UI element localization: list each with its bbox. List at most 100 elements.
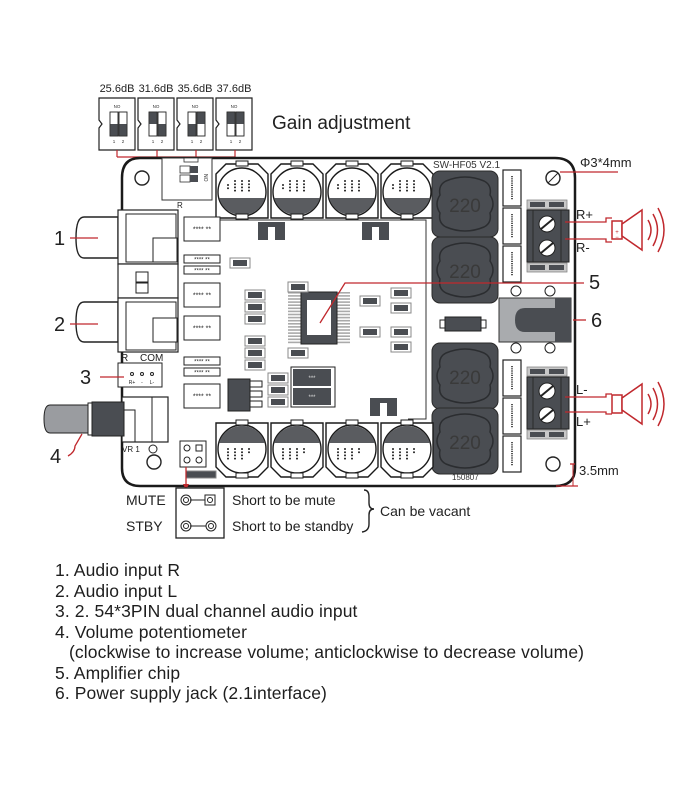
svg-text:1: 1 (191, 139, 194, 144)
stby-label: STBY (126, 518, 163, 534)
svg-text:NO: NO (192, 104, 199, 109)
left-speaker-icon (611, 381, 665, 427)
mounting-hole-bottom-left (146, 454, 162, 470)
filter-component (502, 207, 522, 245)
svg-text:2: 2 (239, 139, 242, 144)
svg-text:220: 220 (449, 262, 481, 283)
r-label: R (121, 353, 128, 364)
edge-dimension-label: 3.5mm (579, 463, 619, 478)
inductor-220: 220 (431, 170, 499, 238)
gain-label: 37.6dB (217, 83, 252, 95)
svg-text:R+: R+ (129, 380, 136, 386)
3pin-audio-input-header[interactable]: R+ - L- (117, 362, 163, 388)
amplifier-chip[interactable] (288, 291, 350, 345)
gain-adjustment-title: Gain adjustment (272, 113, 411, 134)
inductor-220: 220 (431, 342, 499, 410)
svg-text:220: 220 (449, 368, 481, 389)
onboard-gain-dip-switch[interactable]: NO (161, 157, 213, 201)
audio-input-r-jack[interactable]: R (75, 201, 183, 265)
svg-text:-: - (141, 380, 143, 386)
filter-component (502, 359, 522, 397)
mute-description: Short to be mute (232, 492, 336, 508)
filter-component (502, 169, 522, 207)
right-speaker-icon (611, 207, 665, 253)
board-model-label: SW-HF05 V2.1 (433, 160, 500, 171)
ic-chip (183, 367, 221, 377)
left-speaker-terminal[interactable] (526, 376, 570, 430)
callout-lines (67, 171, 618, 487)
callout-3: 3 (80, 367, 91, 389)
legend-item-5: 5. Amplifier chip (55, 662, 181, 683)
svg-text:220: 220 (449, 196, 481, 217)
right-minus-label: R- (576, 240, 590, 255)
electrolytic-cap-pair: *** *** (290, 366, 336, 408)
power-supply-jack[interactable] (498, 285, 572, 354)
svg-text:+: + (615, 230, 619, 236)
hole-dimension-label: Φ3*4mm (580, 155, 632, 170)
gain-setting-37.6dB: 37.6dB NO 1 2 (215, 83, 253, 151)
right-speaker-terminal[interactable] (526, 209, 570, 263)
mounting-hole-bottom-right (545, 456, 561, 472)
can-be-vacant-note: Can be vacant (380, 503, 470, 519)
left-minus-label: L- (576, 382, 588, 397)
ic-chip (183, 383, 221, 409)
capacitor-markings (227, 180, 415, 192)
rca-mid-connector (117, 263, 179, 299)
legend-item-4: 4. Volume potentiometer (55, 621, 247, 642)
ic-chip (183, 282, 221, 308)
legend-item-6: 6. Power supply jack (2.1interface) (55, 683, 327, 703)
voltage-regulator (227, 378, 263, 412)
mounting-hole-top-left (134, 170, 150, 186)
svg-text:NO: NO (231, 104, 238, 109)
svg-text:L-: L- (150, 380, 155, 386)
right-plus-label: R+ (576, 207, 593, 222)
ic-chip (183, 216, 221, 242)
svg-text:2: 2 (200, 139, 203, 144)
svg-text:**** **: **** ** (194, 258, 210, 264)
terminal-pad (526, 429, 568, 440)
volume-potentiometer[interactable]: VR 1 (43, 396, 169, 454)
svg-text:1: 1 (113, 139, 116, 144)
legend-item-1: 1. Audio input R (55, 560, 181, 580)
left-plus-label: L+ (576, 414, 591, 429)
ic-chip (183, 356, 221, 366)
callout-6: 6 (591, 310, 602, 332)
ic-chip (183, 265, 221, 275)
legend-item-3: 3. 2. 54*3PIN dual channel audio input (55, 601, 358, 621)
svg-text:***: *** (308, 395, 316, 401)
transistor (258, 222, 397, 416)
terminal-pad (526, 262, 568, 273)
vr1-label: VR 1 (122, 445, 140, 454)
svg-text:***: *** (308, 376, 316, 382)
svg-text:NO: NO (153, 104, 160, 109)
svg-text:2: 2 (161, 139, 164, 144)
com-label: COM (140, 353, 163, 364)
filter-component (502, 397, 522, 435)
r-channel-mark: R (177, 201, 183, 210)
filter-component (502, 245, 522, 283)
svg-text:**** **: **** ** (193, 394, 212, 401)
filter-component (502, 435, 522, 473)
svg-text:NO: NO (114, 104, 121, 109)
audio-input-l-jack[interactable] (75, 297, 179, 353)
jumper-legend (175, 487, 375, 539)
ic-chip (183, 315, 221, 341)
gain-label: 35.6dB (178, 83, 213, 95)
svg-text:**** **: **** ** (193, 227, 212, 234)
svg-text:**** **: **** ** (193, 293, 212, 300)
svg-text:−: − (615, 235, 619, 241)
mute-label: MUTE (126, 492, 166, 508)
svg-text:**** **: **** ** (194, 269, 210, 275)
legend-item-2: 2. Audio input L (55, 580, 178, 601)
gain-setting-35.6dB: 35.6dB NO 1 2 (176, 83, 214, 151)
board-serial-label: 150807 (452, 473, 479, 482)
gain-label: 31.6dB (139, 83, 174, 95)
right-speaker-wires (565, 217, 612, 243)
stby-description: Short to be standby (232, 518, 353, 534)
svg-text:1: 1 (230, 139, 233, 144)
inductor-220: 220 (431, 236, 499, 304)
